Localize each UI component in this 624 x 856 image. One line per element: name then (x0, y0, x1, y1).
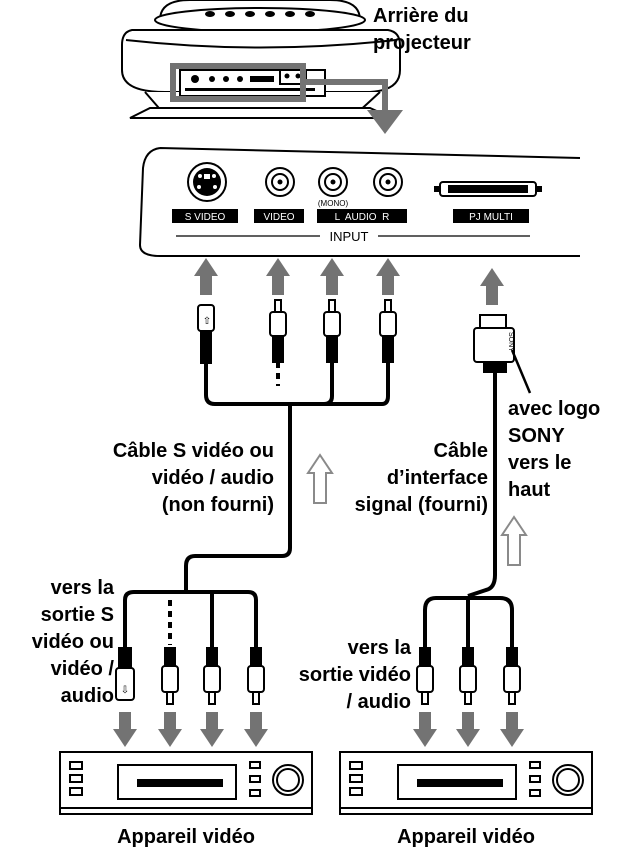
av-cable-line-2: vidéo / audio (151, 467, 274, 489)
s-video-out-line-3: vidéo ou (31, 631, 114, 653)
sony-logo-label: avec logo SONY vers le haut (508, 396, 600, 504)
to-s-video-out-label: vers la sortie S vidéo ou vidéo / audio (32, 575, 114, 710)
video-label: VIDEO (263, 212, 294, 223)
av-cable-line-3: (non fourni) (161, 494, 274, 516)
input-label: INPUT (330, 229, 369, 244)
rca-plug-video (269, 299, 287, 363)
pj-multi-port (434, 181, 542, 197)
sony-logo-line-2: SONY (508, 425, 565, 447)
rca-plug-audio-r (379, 299, 397, 363)
projector-illustration (121, 0, 401, 119)
video-device-right (339, 751, 593, 815)
mono-label: (MONO) (318, 199, 349, 208)
device-right-label: Appareil vidéo (397, 826, 535, 848)
s-video-label: S VIDEO (185, 212, 226, 223)
interface-cable-line-2: d’interface (386, 467, 488, 489)
av-cable-label: Câble S vidéo ou vidéo / audio (non four… (113, 438, 274, 519)
down-arrow-to-panel (367, 110, 403, 134)
pj-multi-plug (473, 314, 515, 373)
sony-logo-line-3: vers le (508, 452, 572, 474)
video-out-line-3: / audio (346, 691, 411, 713)
video-device-left (59, 751, 313, 815)
to-video-out-label: vers la sortie vidéo / audio (299, 635, 411, 716)
audio-l-port (318, 167, 348, 197)
projector-rear-line-2: projecteur (373, 32, 471, 54)
interface-cable-label: Câble d’interface signal (fourni) (355, 438, 488, 519)
video-port (265, 167, 295, 197)
s-video-out-line-5: audio (60, 685, 114, 707)
sony-plug-text: SONY (507, 332, 514, 352)
input-panel: S VIDEO VIDEO L AUDIO R PJ MULTI (MONO) … (138, 147, 581, 257)
projector-rear-label: Arrière du projecteur (373, 3, 471, 57)
audio-label: L AUDIO R (335, 212, 390, 223)
lower-plugs (115, 647, 521, 705)
audio-r-port (373, 167, 403, 197)
s-video-out-line-1: vers la (50, 577, 114, 599)
video-out-line-2: sortie vidéo (298, 664, 411, 686)
pj-multi-label: PJ MULTI (469, 212, 513, 223)
upper-plugs (197, 299, 515, 373)
av-cable-line-1: Câble S vidéo ou (112, 440, 274, 462)
s-video-port (187, 162, 227, 202)
cables (123, 362, 514, 650)
s-video-plug-mark-lower: ⇩ (121, 685, 129, 696)
hollow-arrows (306, 453, 528, 566)
rca-plug-audio-l (323, 299, 341, 363)
sony-logo-line-1: avec logo (508, 398, 601, 420)
s-video-out-line-4: vidéo / (50, 658, 114, 680)
down-arrows (113, 712, 524, 747)
sony-logo-line-4: haut (508, 479, 551, 501)
up-arrows (194, 258, 504, 305)
s-video-plug-mark: ⇧ (203, 316, 211, 327)
s-video-out-line-2: sortie S (40, 604, 114, 626)
interface-cable-line-1: Câble (433, 440, 488, 462)
interface-cable-line-3: signal (fourni) (354, 494, 488, 516)
projector-rear-line-1: Arrière du (373, 5, 469, 27)
device-left-label: Appareil vidéo (117, 826, 255, 848)
video-out-line-1: vers la (347, 637, 411, 659)
highlight-frame (170, 63, 388, 112)
sony-logo-pointer (510, 349, 532, 394)
